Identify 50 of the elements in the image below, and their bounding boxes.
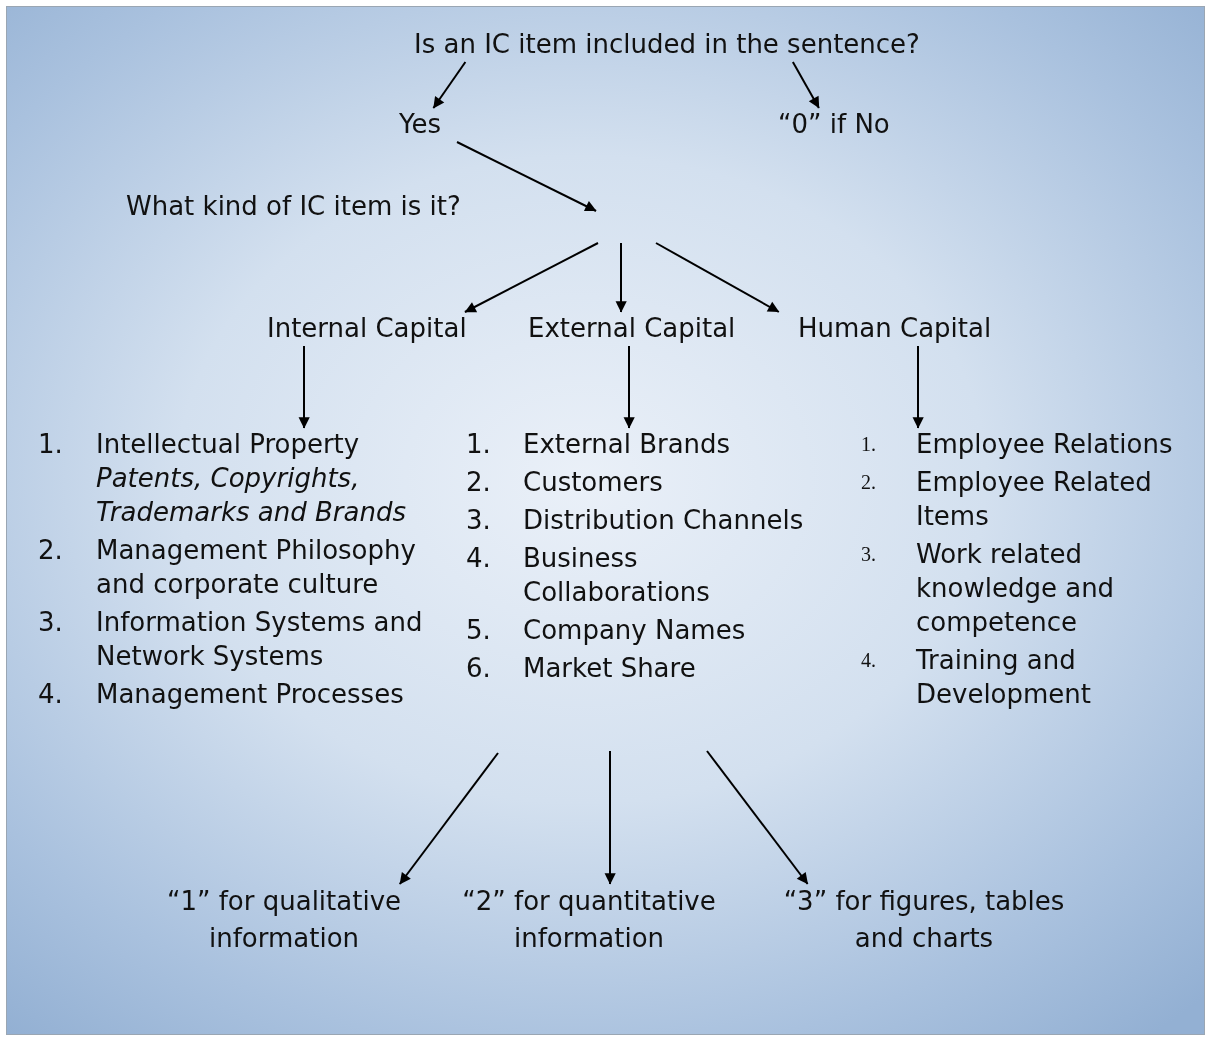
arrow (398, 752, 499, 885)
list-number: 4. (466, 542, 491, 575)
arrow (463, 242, 599, 313)
arrow (791, 61, 820, 109)
category-heading: Internal Capital (267, 311, 467, 345)
list-number: 1. (861, 432, 876, 457)
outcome-text: “3” for figures, tables and charts (778, 883, 1070, 957)
outcome-text: “1” for qualitative information (139, 883, 429, 957)
arrow (298, 345, 310, 429)
list-item-text: Company Names (523, 614, 747, 647)
arrow (912, 345, 924, 429)
list-item-text: External Brands (523, 428, 732, 461)
list-item-text: Employee Relations (916, 428, 1174, 461)
arrow (456, 141, 597, 212)
list-item-text: Customers (523, 466, 664, 499)
list-item-text: Training and Development (916, 644, 1093, 711)
list-number: 2. (861, 470, 876, 495)
list-item-text: Work related knowledge and competence (916, 538, 1116, 639)
arrow (655, 242, 780, 313)
category-heading: External Capital (528, 311, 736, 345)
list-number: 6. (466, 652, 491, 685)
list-number: 4. (38, 678, 63, 711)
list-item-text: Market Share (523, 652, 697, 685)
arrow (623, 345, 635, 429)
list-number: 2. (38, 534, 63, 567)
arrow (615, 242, 627, 313)
list-item-text: Employee Related Items (916, 466, 1153, 533)
list-item-text: Intellectual Property Patents, Copyrights, Trademarks and Brands (96, 428, 407, 529)
list-item-text: Management Philosophy and corporate culture (96, 534, 417, 601)
list-number: 3. (861, 542, 876, 567)
list-number: 5. (466, 614, 491, 647)
list-item-text: Information Systems and Network Systems (96, 606, 424, 673)
list-number: 2. (466, 466, 491, 499)
arrow (604, 750, 616, 885)
answer-text: Yes (399, 107, 441, 141)
question-text: Is an IC item included in the sentence? (414, 27, 920, 61)
list-number: 3. (466, 504, 491, 537)
list-number: 1. (466, 428, 491, 461)
answer-text: “0” if No (778, 107, 890, 141)
list-item-text: Business Collaborations (523, 542, 711, 609)
list-number: 3. (38, 606, 63, 639)
list-item-text: Management Processes (96, 678, 405, 711)
list-number: 1. (38, 428, 63, 461)
arrow (432, 61, 467, 109)
outcome-text: “2” for quantitative information (444, 883, 734, 957)
arrow (706, 750, 809, 885)
category-heading: Human Capital (798, 311, 992, 345)
question-text: What kind of IC item is it? (126, 190, 461, 223)
list-item-text: Distribution Channels (523, 504, 805, 537)
list-number: 4. (861, 648, 876, 673)
